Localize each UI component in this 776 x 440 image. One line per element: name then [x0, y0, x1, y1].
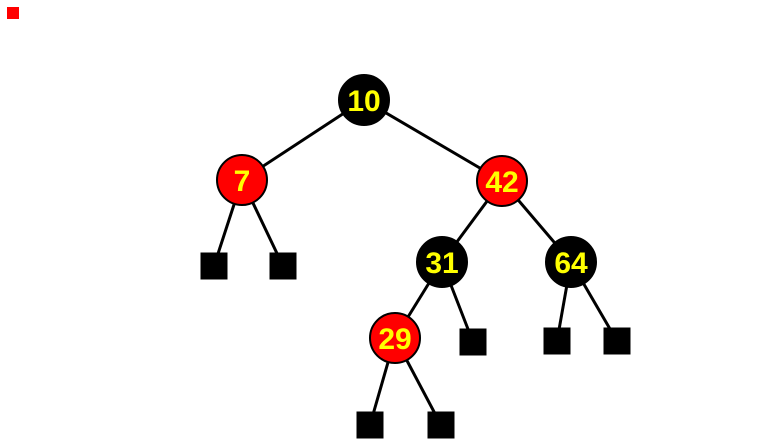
tree-node-label-29: 29	[378, 323, 411, 356]
tree-node-10	[338, 74, 390, 126]
tree-node-label-64: 64	[554, 247, 588, 280]
tree-node-64	[545, 236, 597, 288]
nil-leaf	[459, 328, 487, 356]
corner-marker-icon	[7, 7, 19, 19]
nodes-layer: 10 7 42 31 64 29	[216, 74, 597, 364]
nil-leaves-layer	[200, 252, 631, 439]
nil-leaf	[269, 252, 297, 280]
tree-edge-n10-n42	[363, 98, 503, 183]
nil-leaf	[356, 411, 384, 439]
nil-leaf	[603, 327, 631, 355]
tree-node-7	[216, 154, 268, 206]
tree-node-29	[369, 312, 421, 364]
tree-node-label-10: 10	[347, 85, 380, 118]
tree-node-42	[476, 155, 528, 207]
nil-leaf	[200, 252, 228, 280]
tree-node-label-31: 31	[425, 247, 458, 280]
nil-leaf	[427, 411, 455, 439]
tree-node-31	[416, 236, 468, 288]
nil-leaf	[543, 327, 571, 355]
tree-node-label-7: 7	[234, 165, 251, 198]
tree-node-label-42: 42	[485, 166, 518, 199]
